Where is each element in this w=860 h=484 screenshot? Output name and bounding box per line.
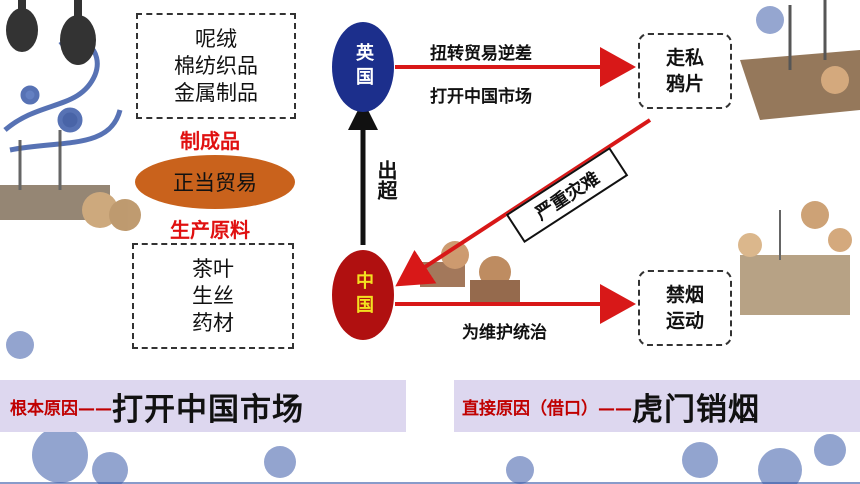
legitimate-trade-oval: 正当贸易 bbox=[135, 155, 295, 209]
figures-illustration-right bbox=[738, 201, 852, 315]
ship-illustration-right bbox=[740, 0, 860, 120]
direct-cause-label: 直接原因（借口）—— bbox=[462, 398, 632, 419]
floral-ornament-bottom bbox=[6, 331, 846, 484]
import-goods-box: 茶叶 生丝 药材 bbox=[132, 243, 294, 349]
china-label: 中国 bbox=[353, 271, 374, 319]
direct-cause-band: 直接原因（借口）—— 虎门销烟 bbox=[454, 380, 860, 432]
hanging-lanterns bbox=[6, 0, 96, 65]
export-goods-box: 呢绒 棉纺织品 金属制品 bbox=[136, 13, 296, 119]
opium-ban-label: 禁烟运动 bbox=[665, 284, 704, 332]
reverse-deficit-label: 扭转贸易逆差 bbox=[430, 44, 532, 64]
root-cause-band: 根本原因—— 打开中国市场 bbox=[0, 380, 406, 432]
china-oval: 中国 bbox=[332, 250, 394, 340]
opium-smuggling-box: 走私鸦片 bbox=[638, 33, 732, 109]
opium-smuggling-label: 走私鸦片 bbox=[665, 47, 704, 95]
britain-label: 英国 bbox=[353, 43, 374, 91]
root-cause-text: 打开中国市场 bbox=[112, 391, 304, 428]
manufactured-goods-label: 制成品 bbox=[180, 129, 240, 153]
legitimate-trade-label: 正当贸易 bbox=[173, 171, 257, 195]
root-cause-label: 根本原因—— bbox=[10, 398, 112, 419]
maintain-rule-label: 为维护统治 bbox=[462, 323, 547, 343]
export-item: 棉纺织品 bbox=[174, 53, 258, 78]
import-item: 药材 bbox=[192, 310, 234, 335]
export-item: 金属制品 bbox=[174, 80, 258, 105]
export-item: 呢绒 bbox=[195, 26, 237, 51]
raw-materials-label: 生产原料 bbox=[170, 218, 250, 242]
import-item: 茶叶 bbox=[192, 256, 234, 281]
import-item: 生丝 bbox=[192, 283, 234, 308]
trade-surplus-label: 出超 bbox=[374, 160, 398, 200]
direct-cause-text: 虎门销烟 bbox=[632, 391, 760, 428]
opium-ban-box: 禁烟运动 bbox=[638, 270, 732, 346]
britain-oval: 英国 bbox=[332, 22, 394, 112]
ship-illustration-left bbox=[0, 130, 141, 231]
open-market-label: 打开中国市场 bbox=[430, 87, 532, 107]
